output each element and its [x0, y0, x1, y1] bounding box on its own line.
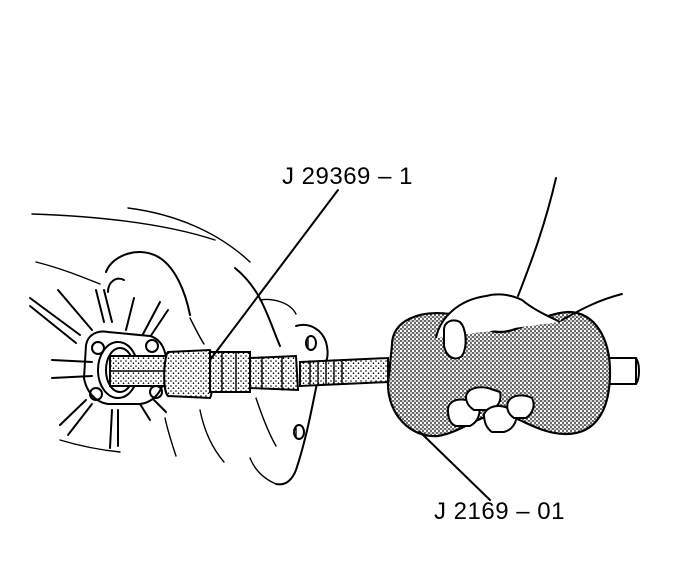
callout-lower-tool: J 2169 – 01 — [434, 498, 565, 525]
steering-knuckle-outline — [31, 207, 329, 486]
adapter-tool — [163, 348, 300, 400]
leader-line-upper — [209, 189, 339, 361]
leader-line-lower — [419, 431, 491, 501]
bolt-hole-upper — [305, 335, 317, 351]
callout-upper-tool: J 29369 – 1 — [282, 163, 413, 190]
bolt-hole-lower — [293, 424, 305, 440]
hand-grip — [435, 177, 623, 433]
